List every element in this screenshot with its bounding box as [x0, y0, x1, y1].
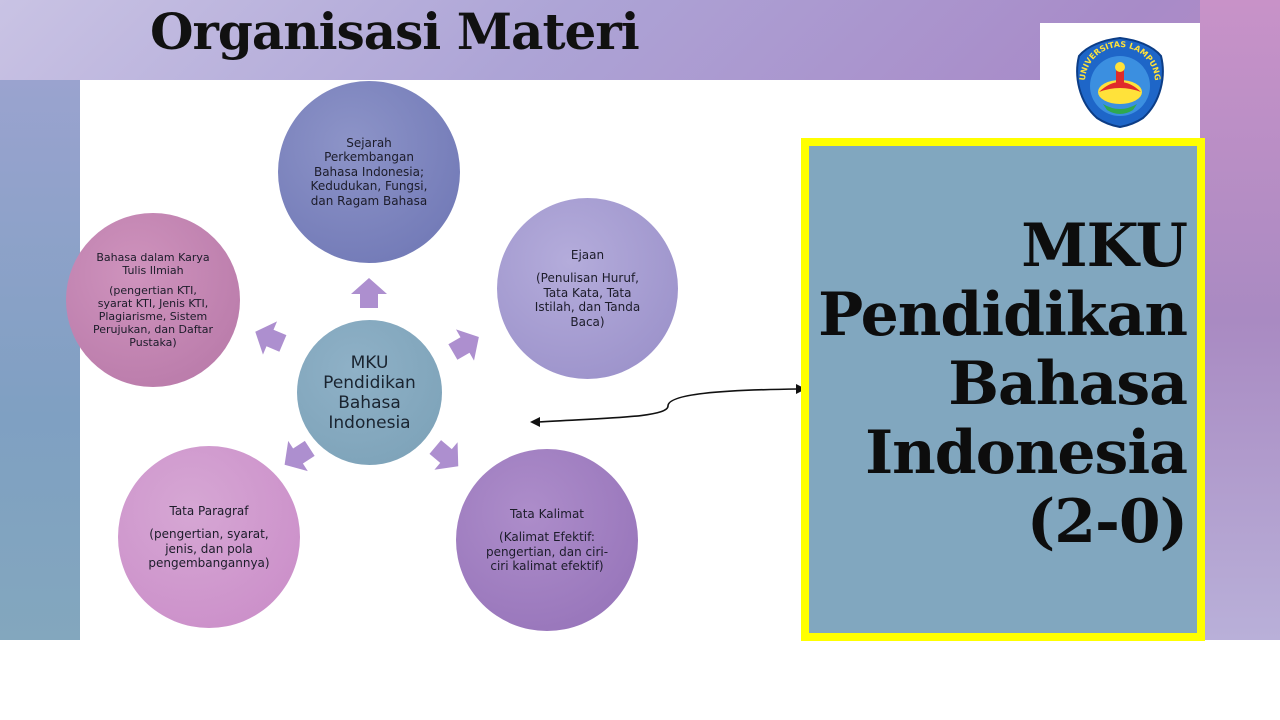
- course-title-line: Indonesia: [865, 418, 1188, 488]
- node-sejarah-line: Kedudukan, Fungsi,: [310, 179, 428, 194]
- node-ejaan-heading: Ejaan: [570, 247, 605, 262]
- node-ejaan-details: (Penulisan Huruf, Tata Kata, Tata Istila…: [535, 271, 640, 329]
- center-line: Indonesia: [328, 412, 411, 433]
- node-paragraf-details: (pengertian, syarat, jenis, dan pola pen…: [148, 527, 269, 571]
- node-kalimat-line: pengertian, dan ciri-: [485, 544, 609, 559]
- node-kti-line: Plagiarisme, Sistem: [98, 310, 208, 323]
- node-ejaan-line: Tata Kata, Tata: [543, 285, 632, 300]
- node-kti-line: Perujukan, dan Daftar: [92, 323, 214, 336]
- node-sejarah-line: Bahasa Indonesia;: [313, 164, 425, 179]
- node-paragraf-line: pengembangannya): [148, 556, 270, 570]
- course-title-line: Bahasa: [948, 349, 1188, 419]
- course-title-box: MKU Pendidikan Bahasa Indonesia (2-0): [801, 138, 1205, 641]
- node-kalimat-details: (Kalimat Efektif: pengertian, dan ciri- …: [486, 530, 608, 574]
- course-title-line: (2-0): [1026, 487, 1188, 557]
- node-kti-heading-line: Bahasa dalam Karya: [96, 251, 210, 264]
- node-kalimat-line: ciri kalimat efektif): [490, 559, 604, 573]
- concept-diagram: Sejarah Perkembangan Bahasa Indonesia; K…: [66, 81, 678, 631]
- node-paragraf-line: (pengertian, syarat,: [149, 527, 269, 541]
- arrow-downright-icon: [429, 440, 459, 470]
- node-sejarah: Sejarah Perkembangan Bahasa Indonesia; K…: [278, 81, 460, 263]
- node-ejaan-line: Baca): [570, 314, 605, 329]
- center-line: Bahasa: [338, 392, 401, 413]
- node-tata-kalimat: Tata Kalimat (Kalimat Efektif: pengertia…: [456, 449, 638, 631]
- node-ejaan: Ejaan (Penulisan Huruf, Tata Kata, Tata …: [497, 198, 678, 379]
- node-ejaan-line: Istilah, dan Tanda: [534, 300, 641, 315]
- node-kalimat-line: (Kalimat Efektif:: [499, 530, 595, 544]
- node-kti-heading-line: Tulis Ilmiah: [122, 264, 184, 277]
- node-tata-paragraf: Tata Paragraf (pengertian, syarat, jenis…: [118, 446, 300, 628]
- node-sejarah-line: Sejarah: [346, 135, 392, 150]
- course-title-line: MKU: [1021, 211, 1188, 281]
- logo-container: UNIVERSITAS LAMPUNG: [1040, 23, 1200, 138]
- arrow-up-icon: [351, 278, 387, 308]
- node-ejaan-line: (Penulisan Huruf,: [536, 271, 639, 286]
- arrow-left-icon: [255, 321, 287, 355]
- node-sejarah-line: dan Ragam Bahasa: [310, 193, 428, 208]
- node-sejarah-text: Sejarah Perkembangan Bahasa Indonesia; K…: [311, 136, 428, 209]
- node-kalimat-heading: Tata Kalimat: [510, 506, 584, 521]
- left-gradient-band: [0, 80, 80, 640]
- node-paragraf-line: jenis, dan pola: [165, 541, 253, 556]
- node-kti-line: syarat KTI, Jenis KTI,: [97, 297, 209, 310]
- node-karya-tulis-ilmiah: Bahasa dalam Karya Tulis Ilmiah (pengert…: [66, 213, 240, 387]
- university-logo-icon: UNIVERSITAS LAMPUNG: [1076, 36, 1164, 128]
- node-kti-line: Pustaka): [129, 336, 177, 349]
- node-kti-details: (pengertian KTI, syarat KTI, Jenis KTI, …: [93, 284, 213, 349]
- arrow-upright-icon: [448, 329, 479, 361]
- node-paragraf-heading: Tata Paragraf: [169, 503, 249, 518]
- arrow-downleft-icon: [284, 440, 315, 472]
- course-title: MKU Pendidikan Bahasa Indonesia (2-0): [818, 211, 1188, 557]
- node-kti-heading: Bahasa dalam Karya Tulis Ilmiah: [96, 251, 209, 277]
- right-gradient-band: [1200, 0, 1280, 640]
- course-title-line: Pendidikan: [818, 280, 1188, 350]
- node-kti-line: (pengertian KTI,: [109, 284, 197, 297]
- center-line: Pendidikan: [323, 372, 416, 393]
- node-sejarah-line: Perkembangan: [324, 150, 414, 165]
- node-center-mku: MKU Pendidikan Bahasa Indonesia: [297, 320, 442, 465]
- slide-title: Organisasi Materi: [150, 2, 640, 61]
- center-line: MKU: [350, 352, 389, 373]
- diagram-arrows: [255, 278, 479, 472]
